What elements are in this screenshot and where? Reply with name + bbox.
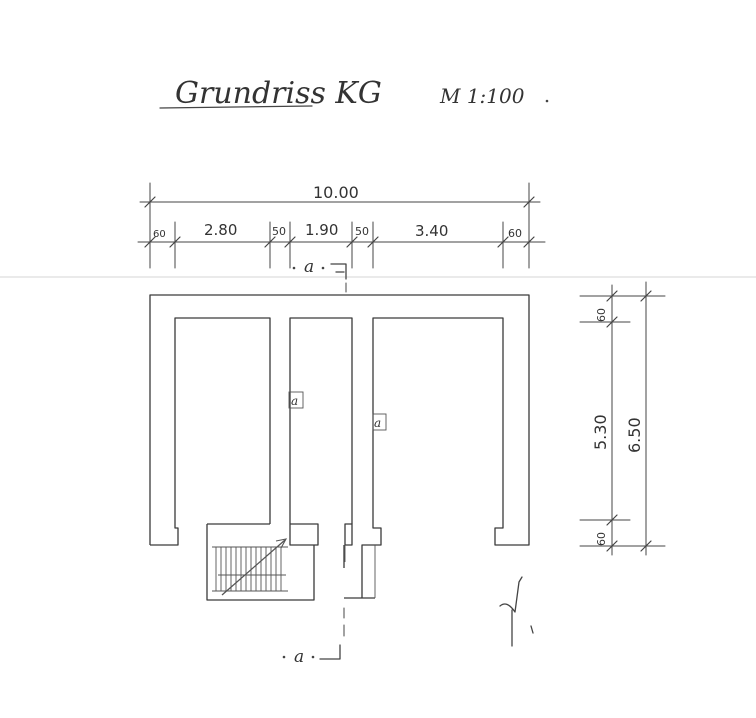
dim-segment-2: 2.80: [204, 221, 237, 239]
svg-text:a: a: [294, 647, 304, 667]
dim-right-inner: 5.30: [591, 414, 610, 450]
dim-overall-width: 10.00: [313, 183, 359, 202]
dim-segment-7: 60: [508, 227, 522, 240]
svg-text:a: a: [374, 416, 381, 430]
signature-mark: [499, 576, 534, 647]
dim-segment-1: 60: [153, 229, 166, 240]
section-mark-bottom: a: [282, 607, 345, 667]
top-dimension-chain: [137, 182, 546, 269]
room-label-left: a: [288, 391, 304, 409]
dim-segment-4: 1.90: [305, 221, 338, 239]
dim-right-top-wall: 60: [595, 308, 608, 322]
room-label-right: a: [372, 413, 387, 431]
drawing-title: Grundriss KG: [175, 76, 382, 111]
dim-segment-3: 50: [272, 225, 286, 238]
right-dimension-chain: [579, 281, 666, 556]
section-mark-top: a: [292, 257, 347, 293]
dim-right-bottom-wall: 60: [595, 532, 608, 546]
dim-segment-5: 50: [355, 225, 369, 238]
title-underline: [159, 105, 313, 109]
svg-text:a: a: [304, 257, 314, 277]
svg-text:a: a: [291, 394, 298, 408]
drawing-scale: M 1:100: [439, 84, 525, 108]
staircase: [212, 538, 288, 596]
dim-segment-6: 3.40: [415, 222, 448, 240]
floor-plan-walls: [149, 294, 530, 601]
scale-dot: [545, 99, 549, 103]
dim-right-overall: 6.50: [625, 417, 644, 453]
